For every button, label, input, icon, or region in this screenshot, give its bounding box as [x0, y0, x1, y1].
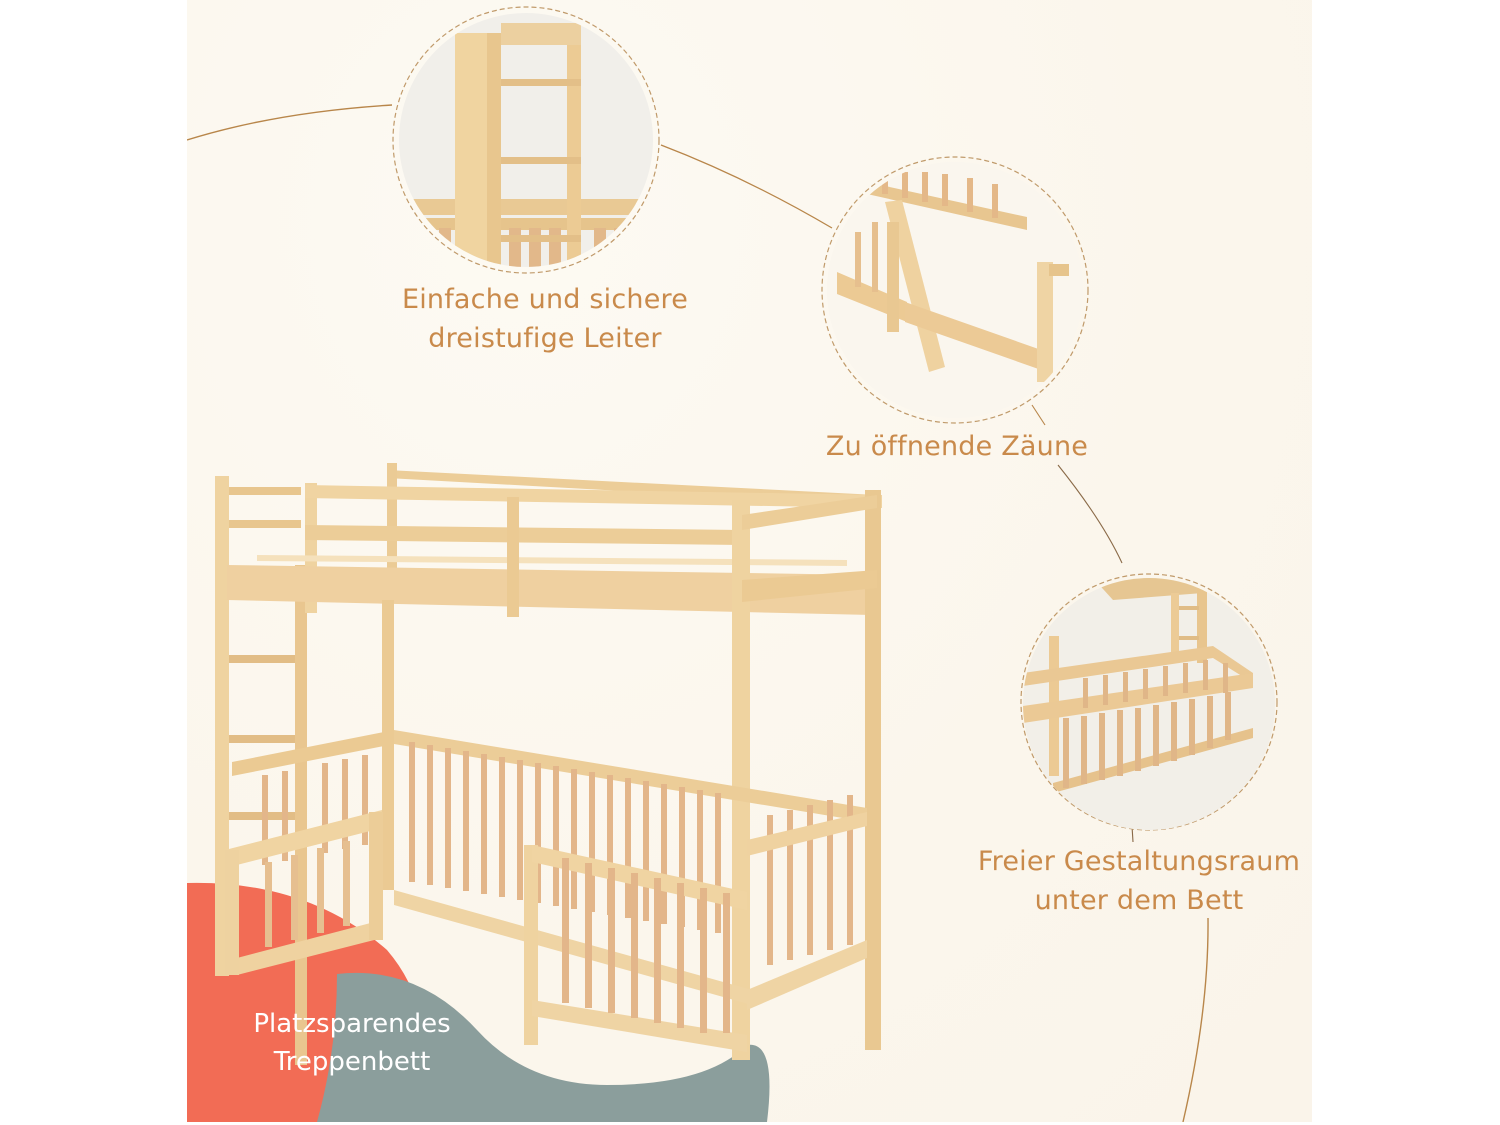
caption-line: dreistufige Leiter — [428, 323, 662, 354]
fence-gate-icon — [837, 172, 1069, 382]
connector-lines — [187, 6, 1278, 1122]
caption-line: Zu öffnende Zäune — [825, 431, 1089, 462]
floor-bed-icon — [1023, 578, 1253, 793]
caption-line: unter dem Bett — [1034, 885, 1244, 916]
product-feature-panel: Einfache und sichere dreistufige Leiter … — [187, 0, 1312, 1122]
ladder-icon — [399, 23, 653, 267]
feature-caption-under-bed: Freier Gestaltungsraum unter dem Bett — [969, 842, 1309, 920]
ladder-detail-image — [399, 13, 653, 267]
feature-caption-ladder: Einfache und sichere dreistufige Leiter — [355, 280, 735, 358]
badge-line: Treppenbett — [273, 1047, 431, 1077]
caption-line: Einfache und sichere — [401, 284, 689, 315]
badge-line: Platzsparendes — [253, 1009, 451, 1039]
opening-fence-detail-image — [827, 162, 1083, 418]
feature-caption-fences: Zu öffnende Zäune — [797, 427, 1117, 466]
floor-bed-detail-image — [1023, 578, 1275, 830]
loft-bed-image — [215, 463, 882, 1065]
caption-line: Freier Gestaltungsraum — [977, 846, 1301, 877]
badge-caption: Platzsparendes Treppenbett — [227, 1005, 477, 1081]
